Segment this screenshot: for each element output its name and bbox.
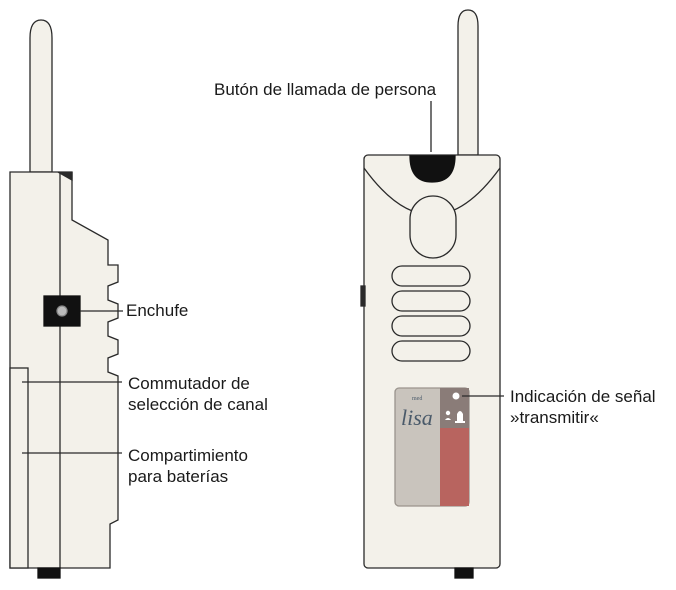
front-brand-small: med [412,396,422,402]
side-view [9,19,119,579]
front-transmit-indicator [452,392,460,400]
channel-switch-label: Commutador de selección de canal [128,374,268,414]
caller-button-label: Butón de llamada de persona [214,80,437,99]
front-antenna [457,9,479,156]
front-brand: lisa [401,405,433,430]
front-oval-button [409,195,457,259]
battery-label: Compartimiento para baterías [128,446,248,486]
side-battery-compartment [9,367,29,569]
side-antenna [29,19,53,173]
transmit-signal-label: Indicación de señal »transmitir« [510,387,656,427]
socket-label: Enchufe [126,301,189,320]
side-foot [37,567,61,579]
side-body [9,171,119,569]
front-view [360,9,501,579]
front-foot [454,567,474,579]
front-call-button [409,155,456,183]
